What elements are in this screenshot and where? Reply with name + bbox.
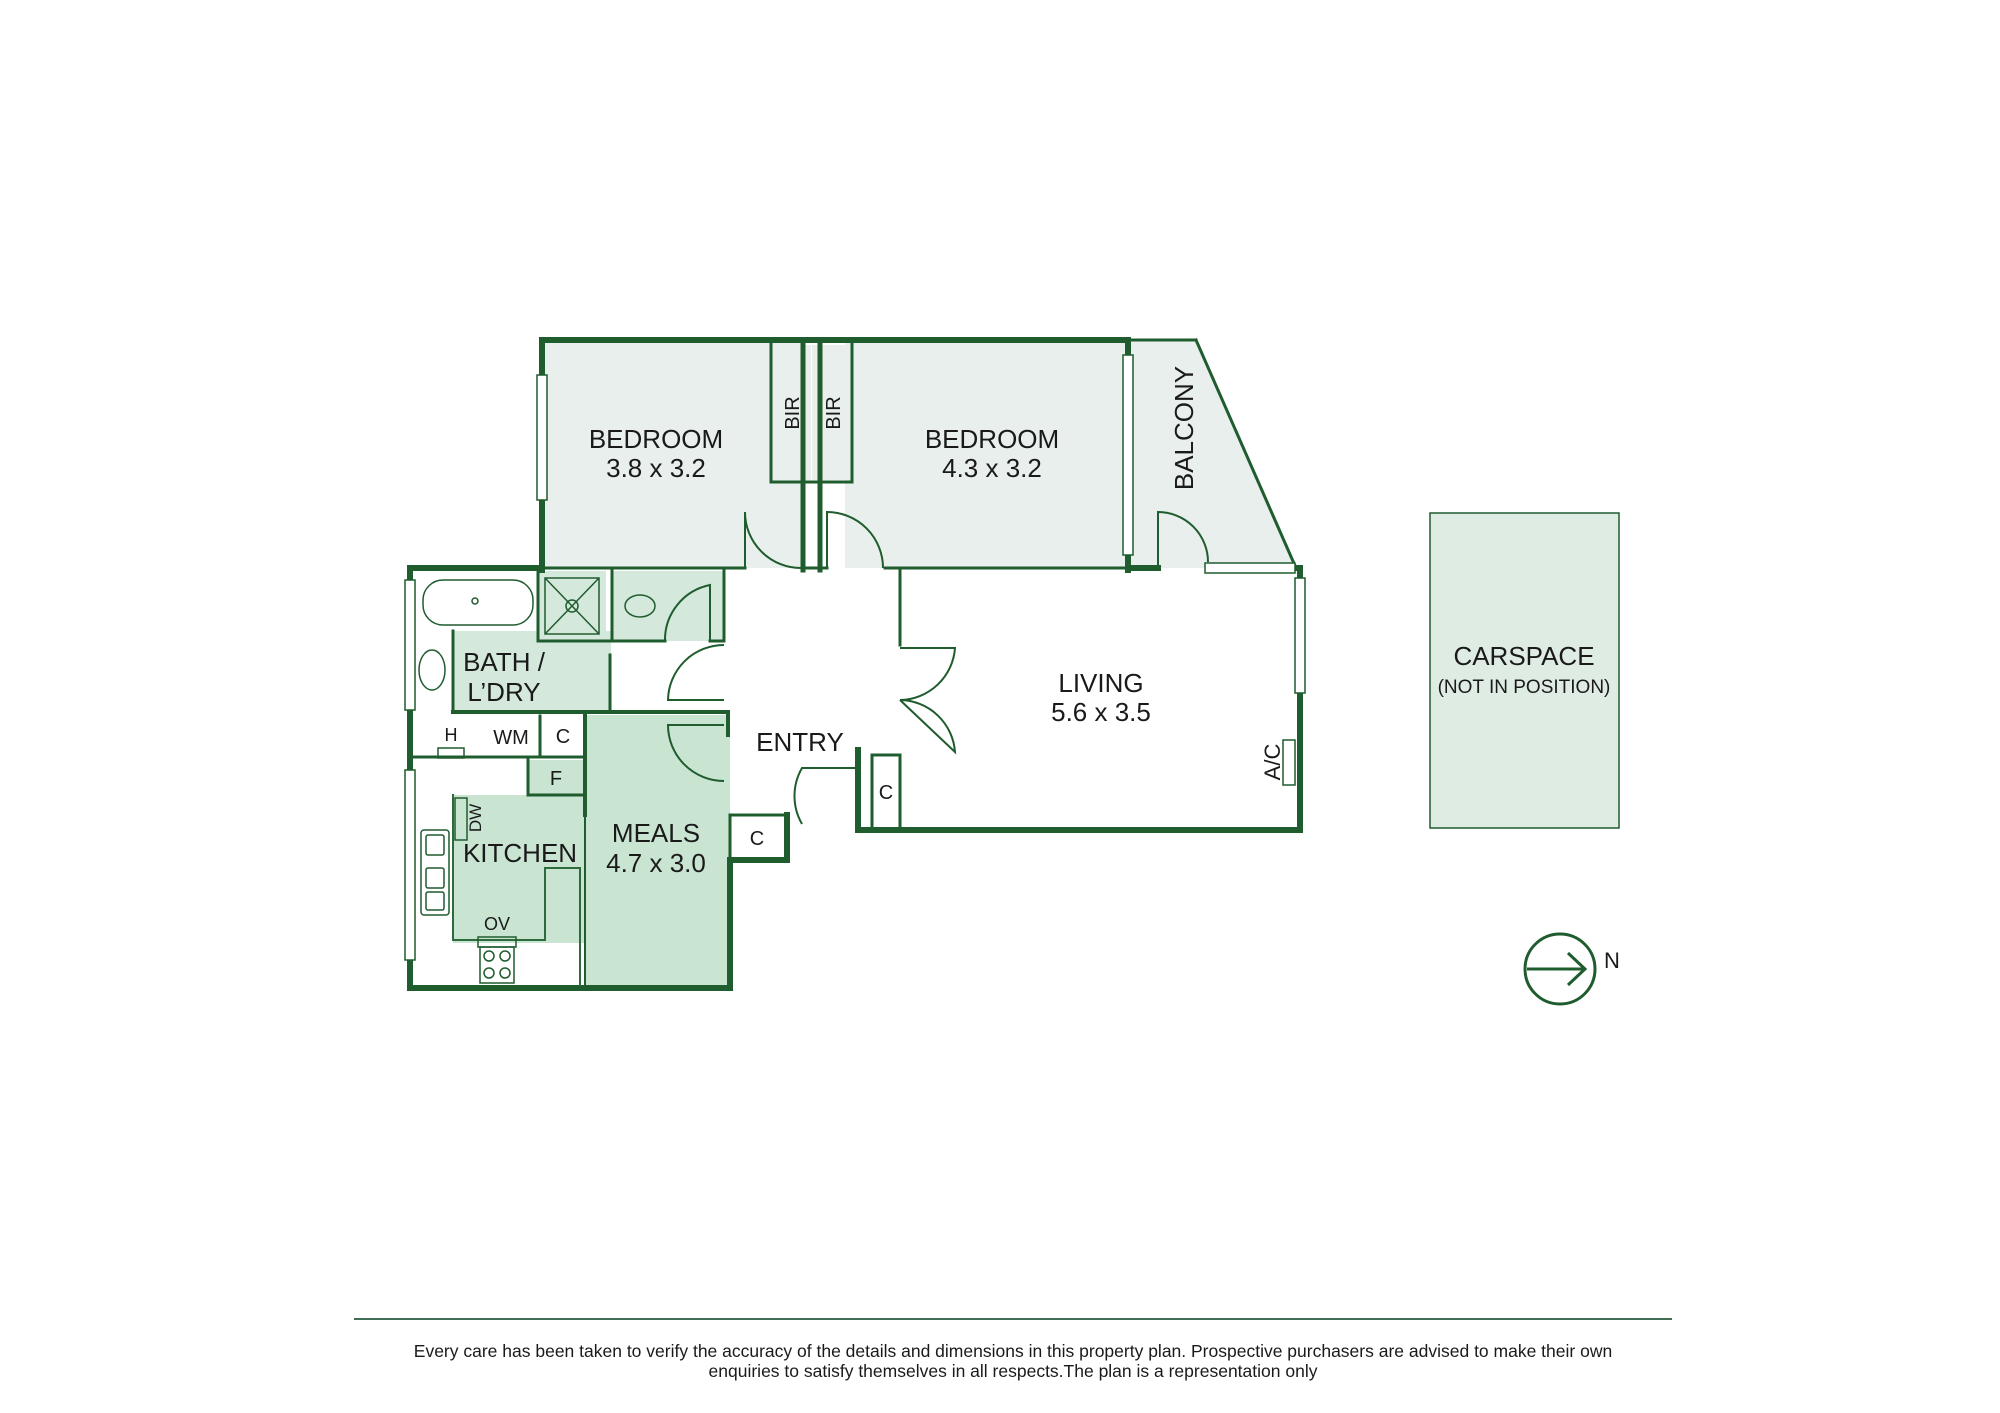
dishwasher-icon <box>454 797 468 841</box>
cooktop-icon <box>479 946 515 984</box>
heater-icon <box>437 747 465 759</box>
bedroom-2-name: BEDROOM <box>925 424 1059 454</box>
door-bedroom-1 <box>744 511 802 569</box>
living-name: LIVING <box>1058 668 1143 698</box>
dw-label: DW <box>466 804 485 832</box>
carspace-outline <box>1429 512 1620 829</box>
living-dims: 5.6 x 3.5 <box>1051 697 1151 727</box>
carspace-title: CARSPACE <box>1453 641 1594 671</box>
toilet-fill <box>612 571 724 641</box>
bir-1-label: BIR <box>782 396 804 429</box>
bath-label-line-1: BATH / <box>463 647 546 677</box>
windows <box>404 354 1306 961</box>
bath-fill <box>453 631 611 712</box>
door-living-1 <box>899 647 957 701</box>
h-label: H <box>445 725 458 745</box>
balcony-label: BALCONY <box>1169 366 1199 490</box>
window-bedroom-1 <box>536 374 548 501</box>
kitchen-label: KITCHEN <box>463 838 577 868</box>
fixtures <box>418 577 1296 984</box>
window-kitchen <box>404 769 416 961</box>
balcony-fill <box>1130 340 1296 568</box>
wm-label: WM <box>493 727 529 749</box>
bedroom-2-fill <box>845 340 1125 568</box>
compass-label: N <box>1604 948 1620 973</box>
north-arrow-icon <box>1523 932 1597 1006</box>
door-bath <box>666 644 725 701</box>
disclaimer-line-2: enquiries to satisfy themselves in all r… <box>708 1361 1318 1381</box>
footer-divider <box>354 1318 1672 1320</box>
living-cupboard-label: C <box>879 782 893 804</box>
room-fills <box>453 340 1619 985</box>
door-entry <box>793 767 858 825</box>
carspace-fill <box>1430 513 1619 828</box>
toilet-icon <box>624 594 656 618</box>
ac-label: A/C <box>1260 744 1285 781</box>
ov-label: OV <box>484 914 510 934</box>
shower-icon <box>544 577 600 635</box>
carspace-note: (NOT IN POSITION) <box>1438 677 1611 698</box>
meals-name: MEALS <box>612 818 700 848</box>
bir-2-label: BIR <box>823 396 845 429</box>
bathtub-icon <box>422 579 534 626</box>
labels: BEDROOM 3.8 x 3.2 BEDROOM 4.3 x 3.2 BIR … <box>445 366 1620 973</box>
kitchen-fill <box>453 715 730 985</box>
entry-label: ENTRY <box>756 727 844 757</box>
laundry-cupboard-label: C <box>556 726 570 748</box>
window-living <box>1294 577 1306 694</box>
bedroom-1-name: BEDROOM <box>589 424 723 454</box>
basin-icon <box>418 649 446 691</box>
sink-icon <box>420 829 450 916</box>
door-balcony <box>1157 510 1209 568</box>
disclaimer-line-1: Every care has been taken to verify the … <box>413 1341 1613 1361</box>
door-bedroom-2 <box>826 510 884 569</box>
bath-label-line-2: L’DRY <box>467 677 540 707</box>
window-bedroom-2 <box>1122 354 1134 556</box>
bedroom-2-dims: 4.3 x 3.2 <box>942 453 1042 483</box>
window-bath <box>404 579 416 711</box>
window-balcony-door <box>1204 562 1296 574</box>
door-meals <box>666 724 725 782</box>
bedroom-1-fill <box>540 340 803 568</box>
entry-cupboard-label: C <box>750 828 764 850</box>
disclaimer: Every care has been taken to verify the … <box>354 1341 1672 1381</box>
door-toilet <box>663 583 711 642</box>
ac-unit-icon <box>1282 739 1296 786</box>
doors <box>663 510 1209 825</box>
bedroom-1-dims: 3.8 x 3.2 <box>606 453 706 483</box>
fridge-label: F <box>550 768 562 790</box>
meals-dims: 4.7 x 3.0 <box>606 848 706 878</box>
door-living-2 <box>899 699 957 755</box>
